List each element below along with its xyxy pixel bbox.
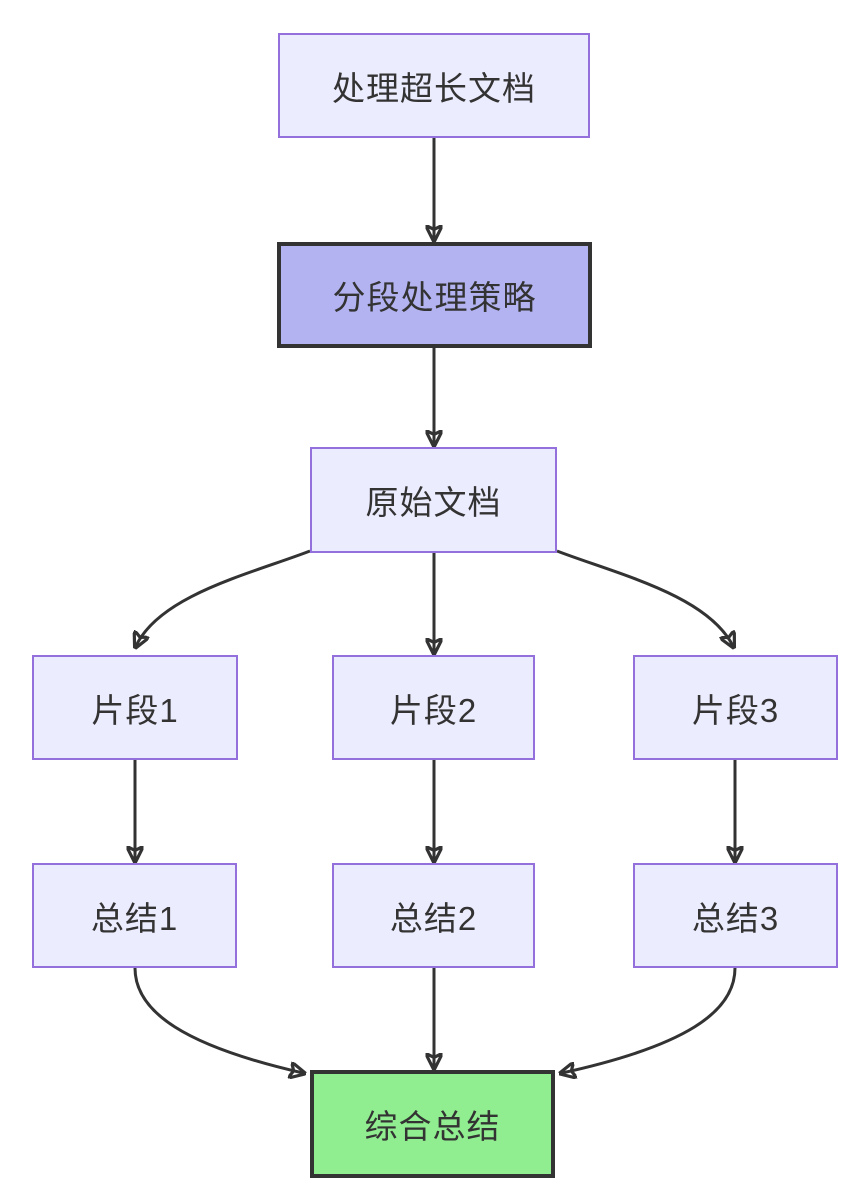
- node-summary-2: 总结2: [332, 863, 535, 968]
- node-chunk-2: 片段2: [332, 655, 535, 760]
- node-chunk-1-label: 片段1: [91, 691, 179, 729]
- edge-doc-chunk1: [136, 549, 311, 646]
- node-source-doc-label: 原始文档: [365, 484, 502, 521]
- node-chunk-3: 片段3: [633, 655, 838, 760]
- edge-doc-chunk3: [556, 549, 733, 646]
- node-chunk-2-label: 片段2: [389, 691, 478, 729]
- node-summary-1-label: 总结1: [90, 899, 179, 937]
- node-chunk-1: 片段1: [32, 655, 238, 760]
- node-summary-1: 总结1: [32, 863, 237, 968]
- node-start-label: 处理超长文档: [332, 69, 536, 107]
- node-chunk-3-label: 片段3: [691, 691, 780, 729]
- node-source-doc: 原始文档: [310, 447, 557, 553]
- node-strategy: 分段处理策略: [277, 242, 592, 348]
- edge-summary1-final: [133, 967, 303, 1073]
- edge-summary3-final: [562, 967, 737, 1073]
- node-summary-3-label: 总结3: [691, 899, 780, 937]
- node-summary-2-label: 总结2: [389, 899, 478, 937]
- node-strategy-label: 分段处理策略: [332, 279, 537, 316]
- node-final-summary-label: 综合总结: [364, 1108, 501, 1145]
- node-start: 处理超长文档: [278, 33, 590, 138]
- node-final-summary: 综合总结: [310, 1070, 555, 1178]
- node-summary-3: 总结3: [633, 863, 838, 968]
